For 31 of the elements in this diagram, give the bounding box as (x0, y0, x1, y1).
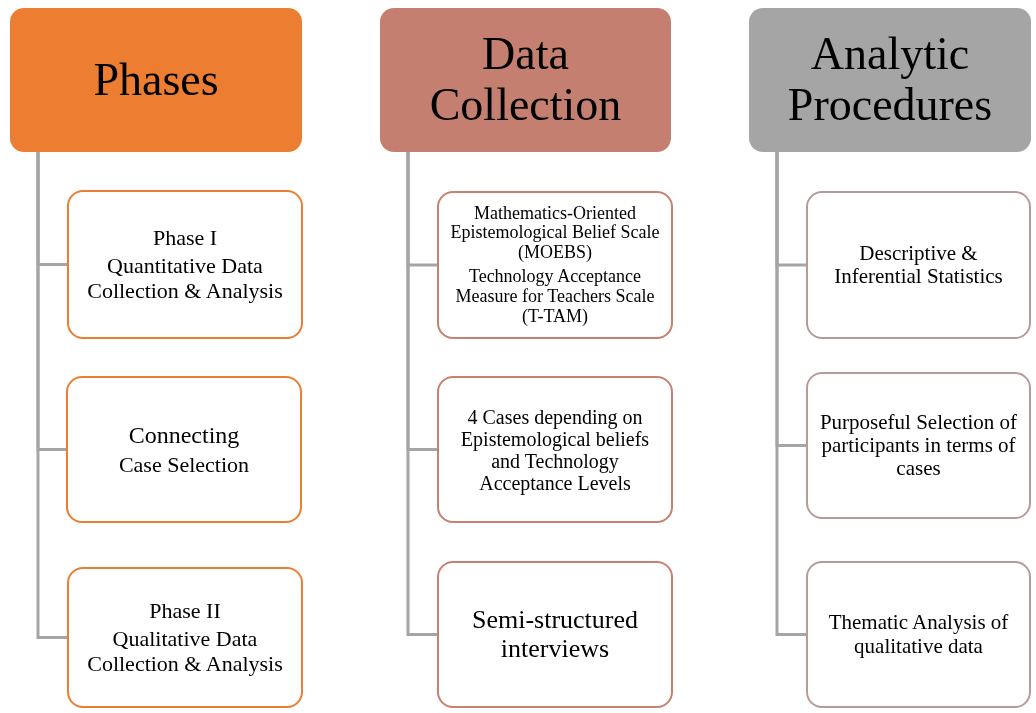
header-box (10, 8, 302, 152)
process-box (66, 376, 302, 523)
box-text: 4 Cases depending on Epistemological beliefs and Technology Acceptance Levels (459, 405, 651, 494)
box-text: Case Selection (118, 452, 250, 477)
process-box (437, 191, 673, 339)
box-text: Qualitative Data Collection & Analysis (86, 627, 284, 676)
header-text: Analytic Procedures (786, 29, 994, 131)
header-text: Data Collection (428, 29, 623, 131)
box-text: Connecting (128, 422, 240, 449)
box-text: Descriptive & Inferential Statistics (833, 241, 1004, 289)
process-box (806, 191, 1031, 339)
connector-line (406, 152, 437, 636)
process-box (437, 376, 673, 523)
process-box (437, 561, 673, 708)
box-text: Thematic Analysis of qualitative data (827, 611, 1010, 658)
process-box (67, 190, 303, 339)
box-text: Phase I (152, 226, 218, 251)
box-text: Purposeful Selection of participants in terms of cases (818, 410, 1019, 481)
process-box (67, 567, 303, 708)
box-text: Mathematics-Oriented Epistemological Belief Scale (MOEBS) (449, 203, 661, 263)
box-text: Quantitative Data Collection & Analysis (86, 254, 284, 303)
process-box (806, 561, 1031, 708)
header-text: Phases (93, 54, 219, 106)
box-text: Phase II (149, 599, 221, 624)
header-box (749, 8, 1031, 152)
box-text: Technology Acceptance Measure for Teachers Scale (T-TAM) (454, 267, 656, 327)
connector-line (36, 152, 67, 639)
header-box (380, 8, 671, 152)
process-box (806, 372, 1031, 519)
connector-line (775, 152, 806, 636)
box-text: Semi-structured interviews (470, 605, 640, 664)
